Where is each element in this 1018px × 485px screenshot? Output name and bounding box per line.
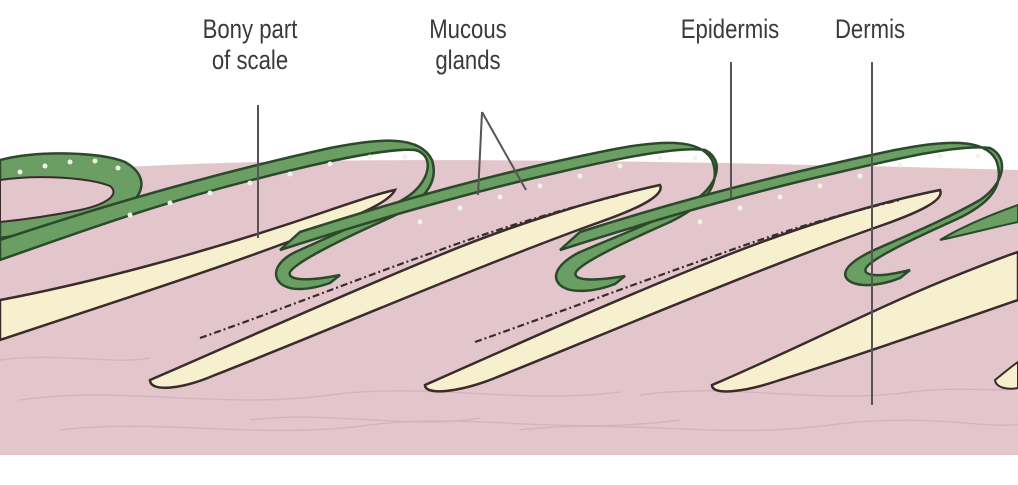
label-bony-part-of-scale: Bony part of scale [168, 14, 332, 76]
label-dermis-text: Dermis [804, 14, 935, 45]
label-mucous-line2: glands [386, 45, 550, 76]
label-bony-line2: of scale [168, 45, 332, 76]
label-mucous-glands: Mucous glands [386, 14, 550, 76]
label-epidermis: Epidermis [656, 14, 804, 45]
label-epidermis-text: Epidermis [656, 14, 804, 45]
label-mucous-line1: Mucous [386, 14, 550, 45]
label-bony-line1: Bony part [168, 14, 332, 45]
label-dermis: Dermis [804, 14, 935, 45]
